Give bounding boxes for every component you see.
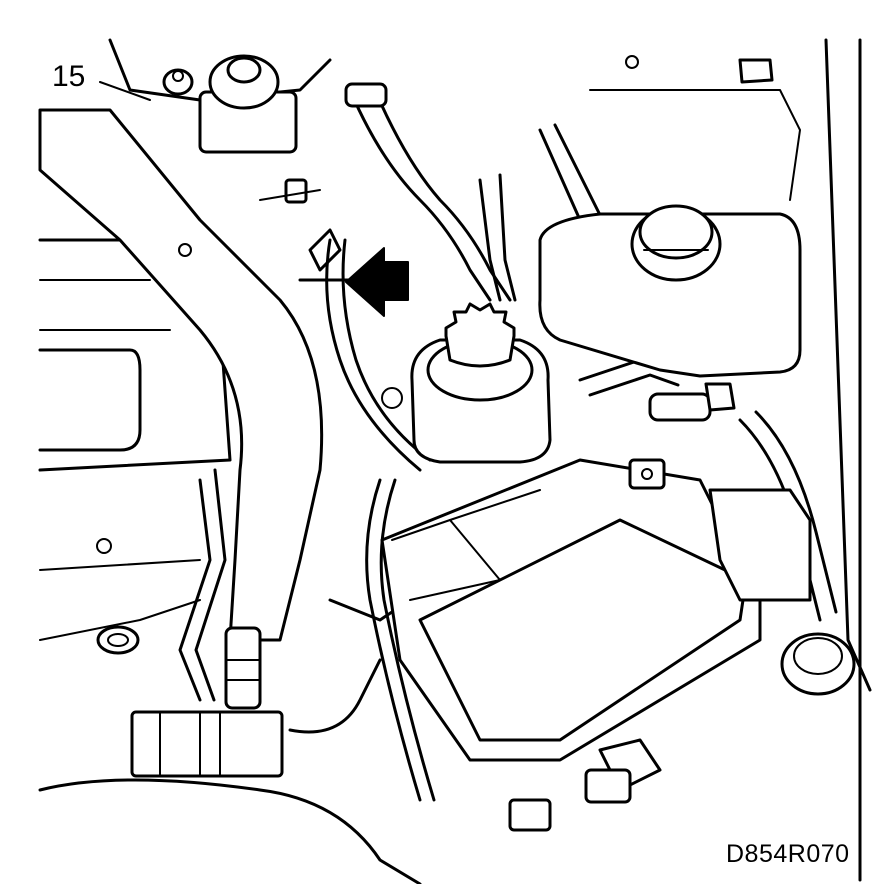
brake-fluid-reservoir bbox=[708, 488, 856, 696]
fender-frame bbox=[38, 38, 872, 886]
hose-connector bbox=[130, 626, 284, 778]
battery-bracket bbox=[508, 738, 662, 832]
engine-top-cover bbox=[108, 38, 332, 154]
battery bbox=[380, 458, 762, 762]
figure-code: D854R070 bbox=[726, 840, 850, 868]
pointer-arrow bbox=[345, 247, 409, 317]
callout-leader-line bbox=[99, 81, 151, 101]
intake-hose bbox=[38, 108, 324, 642]
callout-number: 15 bbox=[52, 60, 86, 93]
power-steering-reservoir bbox=[381, 302, 552, 464]
fittings bbox=[259, 55, 801, 204]
expansion-tank bbox=[538, 204, 802, 422]
